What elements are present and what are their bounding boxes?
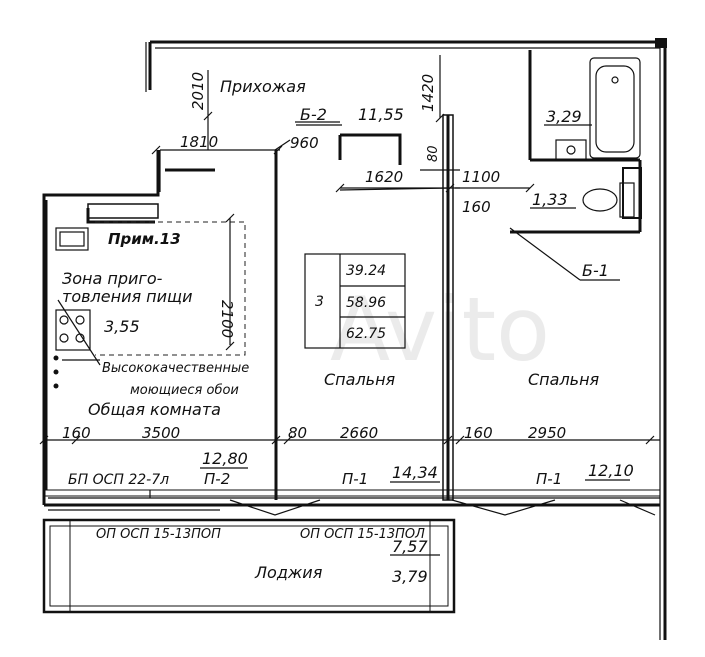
dim-80-bottom: 80 <box>288 424 307 442</box>
watermark: Avito <box>330 278 550 381</box>
dim-3500: 3500 <box>142 424 180 442</box>
bed2-area: 12,10 <box>588 461 634 480</box>
dim-1620: 1620 <box>365 168 403 186</box>
summary-table-values: 3 39.24 58.96 62.75 <box>315 263 386 342</box>
kitchen-sink-icon <box>55 227 89 251</box>
stove-icon <box>55 309 91 351</box>
dim-1420: 1420 <box>419 74 437 112</box>
loggia-area-1: 7,57 <box>392 537 428 556</box>
dim-1100: 1100 <box>462 168 500 186</box>
bed2-ref: П-1 <box>536 470 562 488</box>
toilet-icon <box>582 167 642 219</box>
dim-160-mid: 160 <box>462 198 491 216</box>
kitchen-zone-outline <box>53 221 246 389</box>
table-total-loggia: 62.75 <box>346 326 386 342</box>
dim-2660: 2660 <box>340 424 378 442</box>
dim-160-left: 160 <box>62 424 91 442</box>
label-hallway: Прихожая <box>220 77 306 96</box>
label-b2: Б-2 <box>300 105 327 124</box>
label-bedroom-2: Спальня <box>528 370 600 389</box>
kitchen-area: 3,55 <box>104 317 140 336</box>
dim-2100: 2100 <box>218 300 236 338</box>
hall-area: 11,55 <box>358 105 404 124</box>
wallpaper-line2: моющиеся обои <box>130 383 239 398</box>
dim-80-top: 80 <box>426 145 441 162</box>
dim-1810: 1810 <box>180 133 218 151</box>
kitchen-zone-line2: товления пищи <box>62 287 193 306</box>
table-living: 39.24 <box>346 263 386 279</box>
dim-2010: 2010 <box>189 72 207 110</box>
kitchen-zone-line1: Зона приго- <box>62 269 163 288</box>
bath-area: 3,29 <box>546 107 582 126</box>
dim-960: 960 <box>290 134 319 152</box>
dimension-lines <box>39 55 660 445</box>
label-b1: Б-1 <box>582 261 609 280</box>
area-summary-table <box>304 253 406 349</box>
bed1-area: 14,34 <box>392 463 438 482</box>
living-ref: П-2 <box>204 470 230 488</box>
label-living-room: Общая комната <box>88 400 221 419</box>
loggia-area-2: 3,79 <box>392 567 428 586</box>
op-right-label: ОП ОСП 15-13ПОЛ <box>300 527 425 542</box>
label-bedroom-1: Спальня <box>324 370 396 389</box>
bottom-wall <box>43 489 661 516</box>
bathtub-icon <box>589 57 641 159</box>
wc-area: 1,33 <box>532 190 568 209</box>
note-prim: Прим.13 <box>108 230 181 248</box>
op-left-label: ОП ОСП 15-13ПОП <box>96 527 221 542</box>
outer-walls <box>42 38 667 640</box>
label-loggia: Лоджия <box>254 563 323 582</box>
loggia-outline <box>42 518 456 614</box>
wallpaper-line1: Высококачественные <box>102 361 249 376</box>
label-underlines <box>62 124 630 556</box>
dim-160-right: 160 <box>464 424 493 442</box>
table-total: 58.96 <box>346 295 386 311</box>
room-labels: Прихожая 2010 1810 Б-2 11,55 960 1420 80… <box>62 72 634 586</box>
dim-2950: 2950 <box>528 424 566 442</box>
bed1-ref: П-1 <box>342 470 368 488</box>
bp-label: БП ОСП 22-7л <box>68 472 169 488</box>
sink-icon <box>555 139 587 161</box>
table-rooms: 3 <box>315 294 324 310</box>
living-area: 12,80 <box>202 449 248 468</box>
